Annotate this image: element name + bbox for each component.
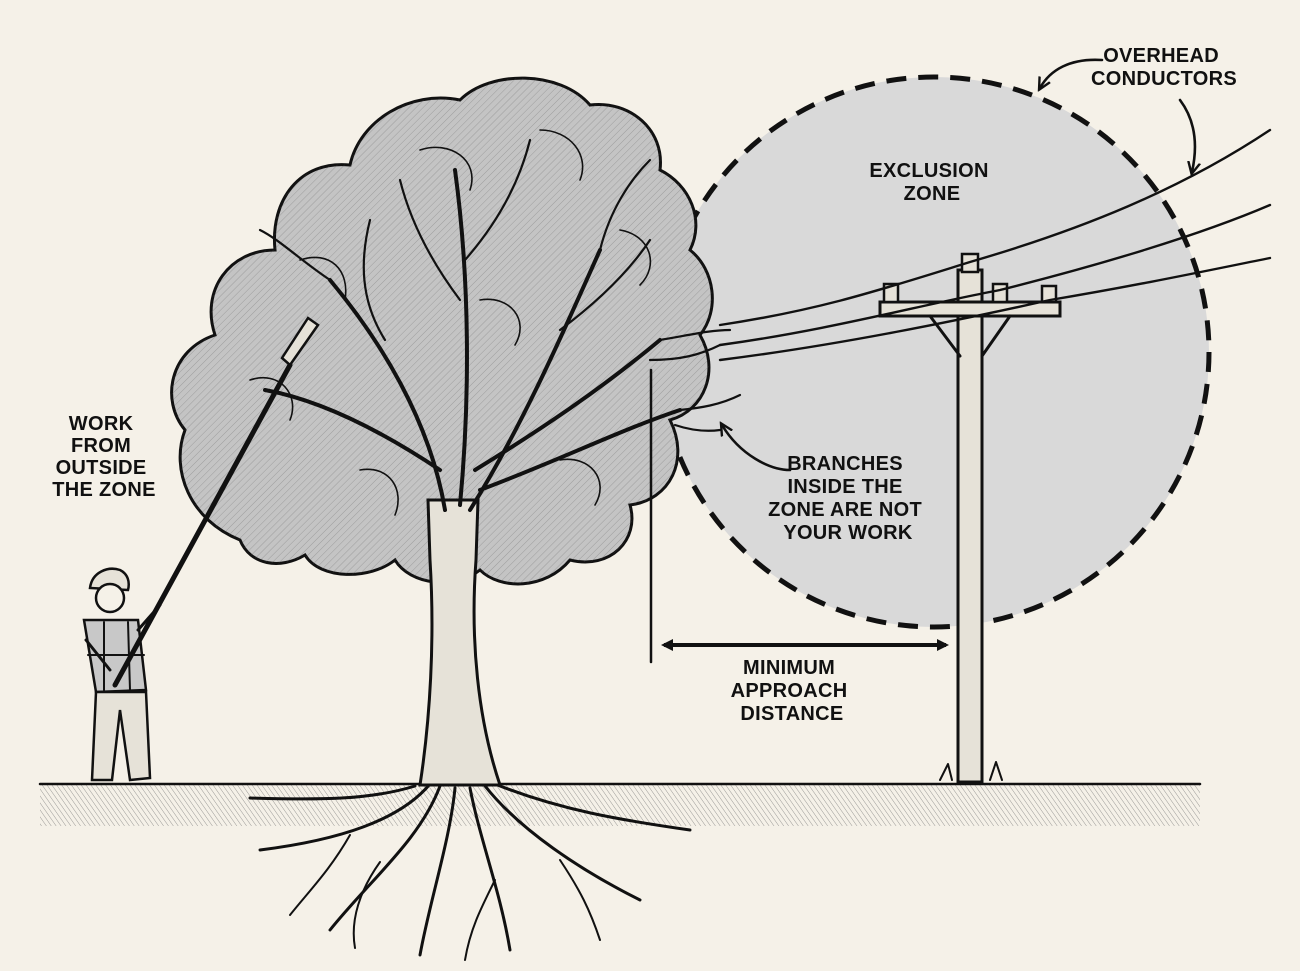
tree-canopy xyxy=(170,76,714,586)
label-line: OVERHEAD xyxy=(1103,45,1219,67)
minimum-approach-dimension xyxy=(649,368,949,664)
utility-pole xyxy=(878,252,1062,784)
tree-roots xyxy=(248,782,692,961)
label-line: EXCLUSION xyxy=(869,160,988,182)
leader-conductors-line xyxy=(1178,98,1195,172)
label-line: ZONE xyxy=(904,183,961,205)
label-line: DISTANCE xyxy=(740,703,843,725)
label-minimum-approach: MINIMUM APPROACH DISTANCE xyxy=(731,657,854,725)
label-work-from-outside: WORK FROM OUTSIDE THE ZONE xyxy=(52,413,156,501)
leader-overhead-conductors xyxy=(1040,58,1104,88)
label-line: OUTSIDE xyxy=(56,457,147,479)
leader-branches xyxy=(722,425,792,472)
label-line: MINIMUM xyxy=(743,657,835,679)
label-line: INSIDE THE xyxy=(787,476,902,498)
label-line: FROM xyxy=(71,435,131,457)
overhead-conductors xyxy=(718,128,1272,362)
label-line: YOUR WORK xyxy=(783,522,913,544)
label-line: BRANCHES xyxy=(787,453,903,475)
tree-trunk xyxy=(258,138,742,787)
label-branches-inside: BRANCHES INSIDE THE ZONE ARE NOT YOUR WO… xyxy=(768,453,928,544)
label-line: CONDUCTORS xyxy=(1091,68,1237,90)
label-line: THE ZONE xyxy=(52,479,156,501)
worker xyxy=(82,567,162,782)
label-line: ZONE ARE NOT xyxy=(768,499,922,521)
label-line: APPROACH xyxy=(731,680,848,702)
label-overhead-conductors: OVERHEAD CONDUCTORS xyxy=(1091,45,1237,90)
pole-saw xyxy=(112,316,320,688)
label-exclusion-zone: EXCLUSION ZONE xyxy=(869,160,994,205)
exclusion-zone-circle xyxy=(656,74,1212,630)
label-line: WORK xyxy=(69,413,134,435)
